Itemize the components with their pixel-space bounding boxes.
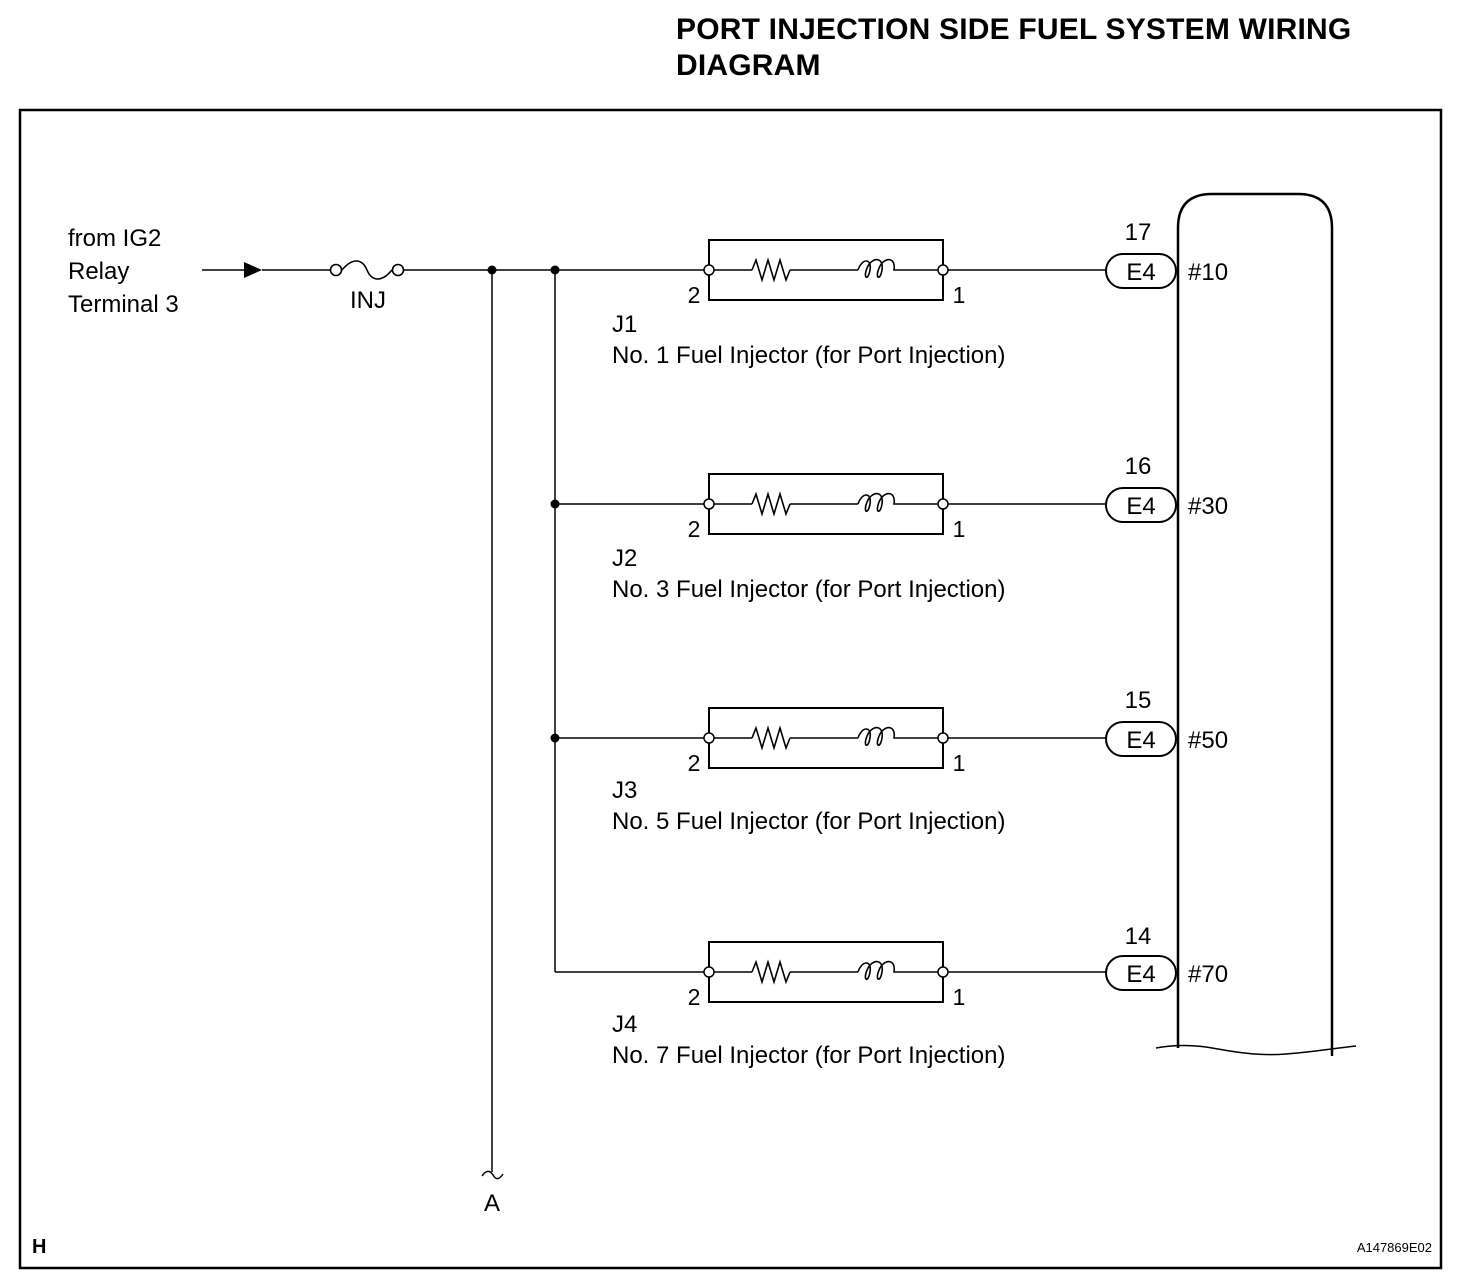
injector-row: 2 1 E4 16 #30 J2 No. 3 Fuel Injector (fo…	[550, 453, 1228, 603]
injector-terminal-2	[703, 264, 715, 276]
diagram-frame	[18, 108, 1443, 1270]
ecu-terminal-label: #10	[1188, 259, 1228, 286]
coil-icon	[857, 960, 904, 980]
arrow-icon	[244, 262, 262, 278]
injector-terminal-1	[937, 498, 949, 510]
fuse-terminal-left	[329, 263, 343, 277]
branch-label: A	[484, 1190, 500, 1217]
connector-label: E4	[1126, 727, 1155, 754]
ecu-break-line	[1155, 1044, 1357, 1056]
injector-pin-out: 1	[953, 984, 966, 1010]
injector-name: No. 5 Fuel Injector (for Port Injection)	[612, 808, 1006, 835]
connector-badge	[1105, 487, 1177, 523]
corner-label: H	[32, 1236, 46, 1258]
injector-pin-out: 1	[953, 282, 966, 308]
coil-icon	[857, 726, 904, 746]
source-label-line-2: Relay	[68, 258, 129, 285]
injector-pin-in: 2	[688, 516, 701, 542]
injector-terminal-1	[937, 966, 949, 978]
connector-label: E4	[1126, 961, 1155, 988]
connector-badge	[1105, 955, 1177, 991]
diagram-title: PORT INJECTION SIDE FUEL SYSTEM WIRING D…	[676, 12, 1436, 84]
injector-pin-in: 2	[688, 750, 701, 776]
injector-name: No. 7 Fuel Injector (for Port Injection)	[612, 1042, 1006, 1069]
ecu-pin-number: 17	[1125, 219, 1152, 246]
resistor-icon	[751, 959, 791, 985]
injector-row: 2 1 E4 17 #10 J1 No. 1 Fuel Injector (fo…	[555, 219, 1228, 369]
wire-break-icon	[481, 1170, 504, 1180]
injector-terminal-2	[703, 498, 715, 510]
injector-id: J4	[612, 1011, 637, 1038]
connector-badge	[1105, 253, 1177, 289]
title-line-2: DIAGRAM	[676, 49, 821, 82]
injector-id: J1	[612, 311, 637, 338]
fuse-icon	[341, 260, 393, 280]
fuse-inj	[329, 260, 405, 280]
figure-code: A147869E02	[1357, 1240, 1432, 1255]
injector-row: 2 1 E4 15 #50 J3 No. 5 Fuel Injector (fo…	[550, 687, 1228, 835]
connector-badge	[1105, 721, 1177, 757]
fuse-label: INJ	[350, 287, 386, 314]
injector-name: No. 1 Fuel Injector (for Port Injection)	[612, 342, 1006, 369]
injector-pin-out: 1	[953, 516, 966, 542]
coil-icon	[857, 258, 904, 278]
ecu-terminal-label: #50	[1188, 727, 1228, 754]
ecu-terminal-label: #30	[1188, 493, 1228, 520]
ecu-pin-number: 14	[1125, 923, 1152, 950]
injector-terminal-1	[937, 264, 949, 276]
injector-pin-in: 2	[688, 984, 701, 1010]
connector-label: E4	[1126, 493, 1155, 520]
injector-id: J3	[612, 777, 637, 804]
connector-label: E4	[1126, 259, 1155, 286]
resistor-icon	[751, 491, 791, 517]
resistor-icon	[751, 257, 791, 283]
source-label-line-3: Terminal 3	[68, 291, 179, 318]
injector-terminal-1	[937, 732, 949, 744]
source-label-line-1: from IG2	[68, 225, 161, 252]
coil-icon	[857, 492, 904, 512]
injector-pin-out: 1	[953, 750, 966, 776]
injector-terminal-2	[703, 732, 715, 744]
ecu-terminal-label: #70	[1188, 961, 1228, 988]
ecu-block	[1176, 192, 1334, 1056]
title-line-1: PORT INJECTION SIDE FUEL SYSTEM WIRING	[676, 13, 1352, 46]
injector-id: J2	[612, 545, 637, 572]
injector-name: No. 3 Fuel Injector (for Port Injection)	[612, 576, 1006, 603]
ecu-pin-number: 16	[1125, 453, 1152, 480]
injector-terminal-2	[703, 966, 715, 978]
resistor-icon	[751, 725, 791, 751]
injector-pin-in: 2	[688, 282, 701, 308]
fuse-terminal-right	[391, 263, 405, 277]
injector-row: 2 1 E4 14 #70 J4 No. 7 Fuel Injector (fo…	[555, 923, 1228, 1069]
ecu-pin-number: 15	[1125, 687, 1152, 714]
